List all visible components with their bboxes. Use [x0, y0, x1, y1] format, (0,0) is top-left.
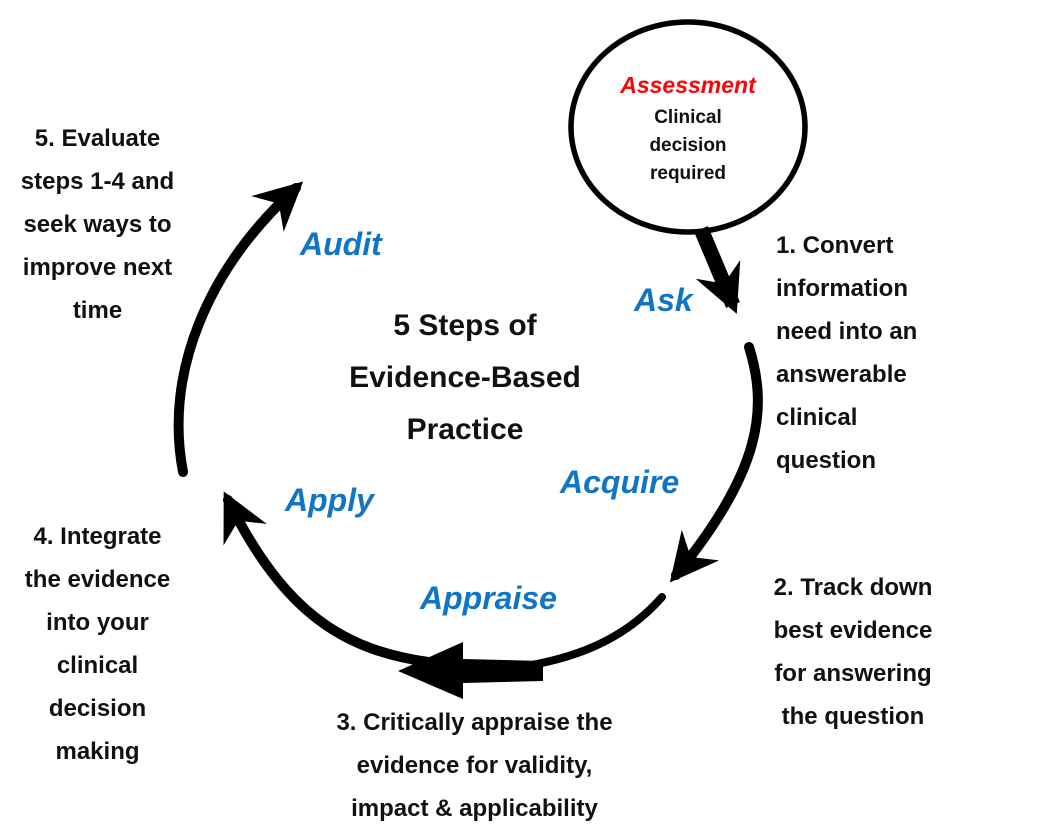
step-line: answerable — [776, 361, 907, 388]
step-line: 4. Integrate — [33, 523, 162, 550]
step-line: 5. Evaluate — [34, 125, 161, 152]
step-line: the question — [781, 703, 925, 730]
step-line: 2. Track down — [773, 574, 933, 601]
step-line: question — [776, 447, 876, 474]
diagram-title-line: 5 Steps of — [393, 309, 537, 342]
assessment-title: Assessment — [620, 72, 756, 98]
step-line: the evidence — [24, 566, 171, 593]
step-line: 3. Critically appraise the — [336, 709, 613, 736]
step-line: decision — [48, 695, 147, 722]
step-line: impact & applicability — [351, 795, 598, 822]
audit-arc-arrow — [173, 181, 304, 477]
assessment-line: decision — [649, 135, 727, 156]
cycle-label-ask: Ask — [634, 282, 693, 318]
acquire-arc-arrow — [669, 342, 763, 583]
cycle-label-appraise: Appraise — [420, 580, 557, 616]
step-line: need into an — [776, 318, 918, 345]
step-line: best evidence — [773, 617, 933, 644]
assessment-line: required — [649, 163, 727, 184]
step-1-text: 1. Convert information need into an answ… — [776, 224, 961, 482]
diagram-title: 5 Steps of Evidence-Based Practice — [320, 300, 610, 456]
assessment-line: Clinical — [654, 107, 722, 128]
step-line: seek ways to — [23, 211, 172, 238]
cycle-label-audit: Audit — [300, 226, 382, 262]
ask-entry-arrow — [694, 226, 741, 314]
step-line: making — [55, 738, 140, 765]
step-line: clinical — [776, 404, 858, 431]
step-3-text: 3. Critically appraise the evidence for … — [287, 701, 662, 825]
step-line: information — [776, 275, 908, 302]
cycle-label-acquire: Acquire — [560, 464, 680, 500]
step-5-text: 5. Evaluate steps 1-4 and seek ways to i… — [5, 117, 190, 332]
assessment-circle-text: Assessment Clinical decision required — [583, 66, 793, 188]
apply-arc-arrow — [223, 491, 433, 667]
step-line: steps 1-4 and — [20, 168, 175, 195]
step-line: into your — [46, 609, 149, 636]
appraise-block-arrow — [398, 642, 543, 699]
step-line: for answering — [774, 660, 932, 687]
step-line: clinical — [56, 652, 139, 679]
step-2-text: 2. Track down best evidence for answerin… — [757, 566, 949, 738]
step-line: time — [72, 297, 123, 324]
step-line: improve next — [22, 254, 173, 281]
step-line: 1. Convert — [776, 232, 894, 259]
diagram-title-line: Evidence-Based — [349, 361, 581, 394]
step-line: evidence for validity, — [356, 752, 593, 779]
cycle-label-apply: Apply — [285, 482, 374, 518]
diagram-title-line: Practice — [406, 413, 524, 446]
step-4-text: 4. Integrate the evidence into your clin… — [5, 515, 190, 773]
assessment-circle — [568, 19, 808, 235]
